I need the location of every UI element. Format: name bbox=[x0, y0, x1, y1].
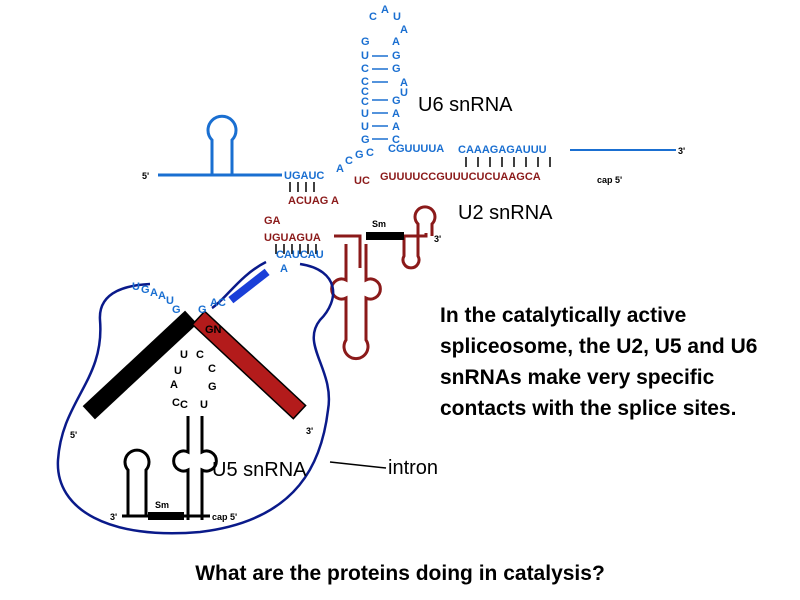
intron-branch-a: A bbox=[280, 263, 288, 275]
u6-hairpin-loop: CAUA bbox=[369, 4, 408, 36]
u2-cap-end: cap 5' bbox=[597, 175, 622, 185]
u6-isl-tail: CGUUUUA bbox=[388, 143, 444, 155]
u6-left-sequence: UGAUC bbox=[284, 170, 324, 182]
u2-stemloop-large bbox=[330, 244, 382, 361]
u2-uc: UC bbox=[354, 175, 370, 187]
u6-3p-end: 3' bbox=[678, 146, 685, 156]
u2-ga: GA bbox=[264, 215, 281, 227]
u5-cap-end: cap 5' bbox=[212, 512, 237, 522]
u5-g: G bbox=[198, 304, 207, 316]
exon-right-end: 3' bbox=[306, 426, 313, 436]
intron-branch-sequence: CAUCAU bbox=[276, 249, 324, 261]
u5-3p-end: 3' bbox=[110, 512, 117, 522]
u2-mid-sequence: ACUAG A bbox=[288, 195, 339, 207]
intron-label: intron bbox=[388, 457, 438, 479]
intron-pointer bbox=[329, 461, 387, 469]
intron-blue-segment bbox=[228, 268, 270, 304]
u6-u2-pair-ticks bbox=[289, 157, 551, 192]
question-text: What are the proteins doing in catalysis… bbox=[195, 562, 605, 585]
exons: 5' 3' GN bbox=[70, 310, 313, 440]
u5-sm-site bbox=[148, 512, 184, 520]
u6-a: A bbox=[336, 163, 344, 175]
u2-snrna: GUUUUCCGUUUCUCUAAGCA cap 5' UC ACUAG A G… bbox=[264, 171, 622, 361]
u6-3p-sequence: CAAAGAGAUUU bbox=[458, 144, 547, 156]
u5-3p-hairpin bbox=[123, 448, 151, 516]
u6-5p-hairpin bbox=[206, 114, 238, 175]
caption-text: In the catalytically active spliceosome,… bbox=[440, 304, 758, 420]
intron: CAUCAU A intron bbox=[56, 249, 438, 535]
u2-sm-site bbox=[366, 232, 404, 240]
u2-backbone bbox=[334, 233, 428, 268]
u6-5p-end: 5' bbox=[142, 171, 149, 181]
intron-loop bbox=[56, 260, 335, 535]
exon-5p-block bbox=[82, 310, 198, 420]
u2-branch-sequence: UGUAGUA bbox=[264, 232, 321, 244]
u5-stem bbox=[172, 416, 218, 520]
u2-stemloop-small bbox=[401, 236, 421, 270]
u6-snrna: 5' 3' bbox=[142, 4, 685, 192]
u5-ac: AC bbox=[210, 297, 226, 309]
u6-c: C bbox=[345, 155, 353, 167]
u2-branch-pair-ticks bbox=[275, 244, 317, 254]
exon-3p-block bbox=[191, 310, 307, 420]
exon-gn: GN bbox=[205, 324, 222, 336]
u5-sm-label: Sm bbox=[155, 500, 169, 510]
u2-sm-label: Sm bbox=[372, 219, 386, 229]
u2-3p-hairpin bbox=[413, 205, 437, 236]
exon-left-end: 5' bbox=[70, 430, 77, 440]
u2-3p-end: 3' bbox=[434, 234, 441, 244]
u2-label: U2 snRNA bbox=[458, 202, 553, 224]
u6-g: G bbox=[355, 149, 364, 161]
u2-upper-sequence: GUUUUCCGUUUCUCUAAGCA bbox=[380, 171, 541, 183]
u6-hairpin-pairs bbox=[372, 55, 388, 140]
u5-label: U5 snRNA bbox=[212, 459, 307, 481]
u6-label: U6 snRNA bbox=[418, 94, 513, 116]
